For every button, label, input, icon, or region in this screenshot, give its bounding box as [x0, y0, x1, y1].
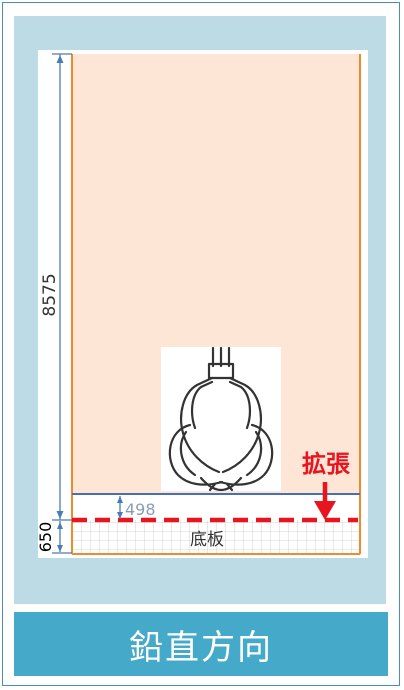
height-dimension-label: 8575 [40, 273, 60, 316]
expansion-arrow-icon [314, 482, 336, 520]
expansion-label: 拡張 [302, 450, 351, 478]
gap-dimension [117, 496, 123, 519]
footer-title: 鉛直方向 [129, 627, 273, 668]
height-dimension [52, 53, 72, 520]
base-dimension [52, 519, 72, 554]
footer-banner: 鉛直方向 [14, 612, 388, 676]
base-slab [72, 520, 360, 553]
base-dimension-label: 650 [36, 522, 55, 553]
gap-dimension-label: 498 [125, 500, 156, 519]
base-slab-label: 底板 [190, 530, 224, 550]
grab-bucket-illustration [161, 346, 281, 492]
